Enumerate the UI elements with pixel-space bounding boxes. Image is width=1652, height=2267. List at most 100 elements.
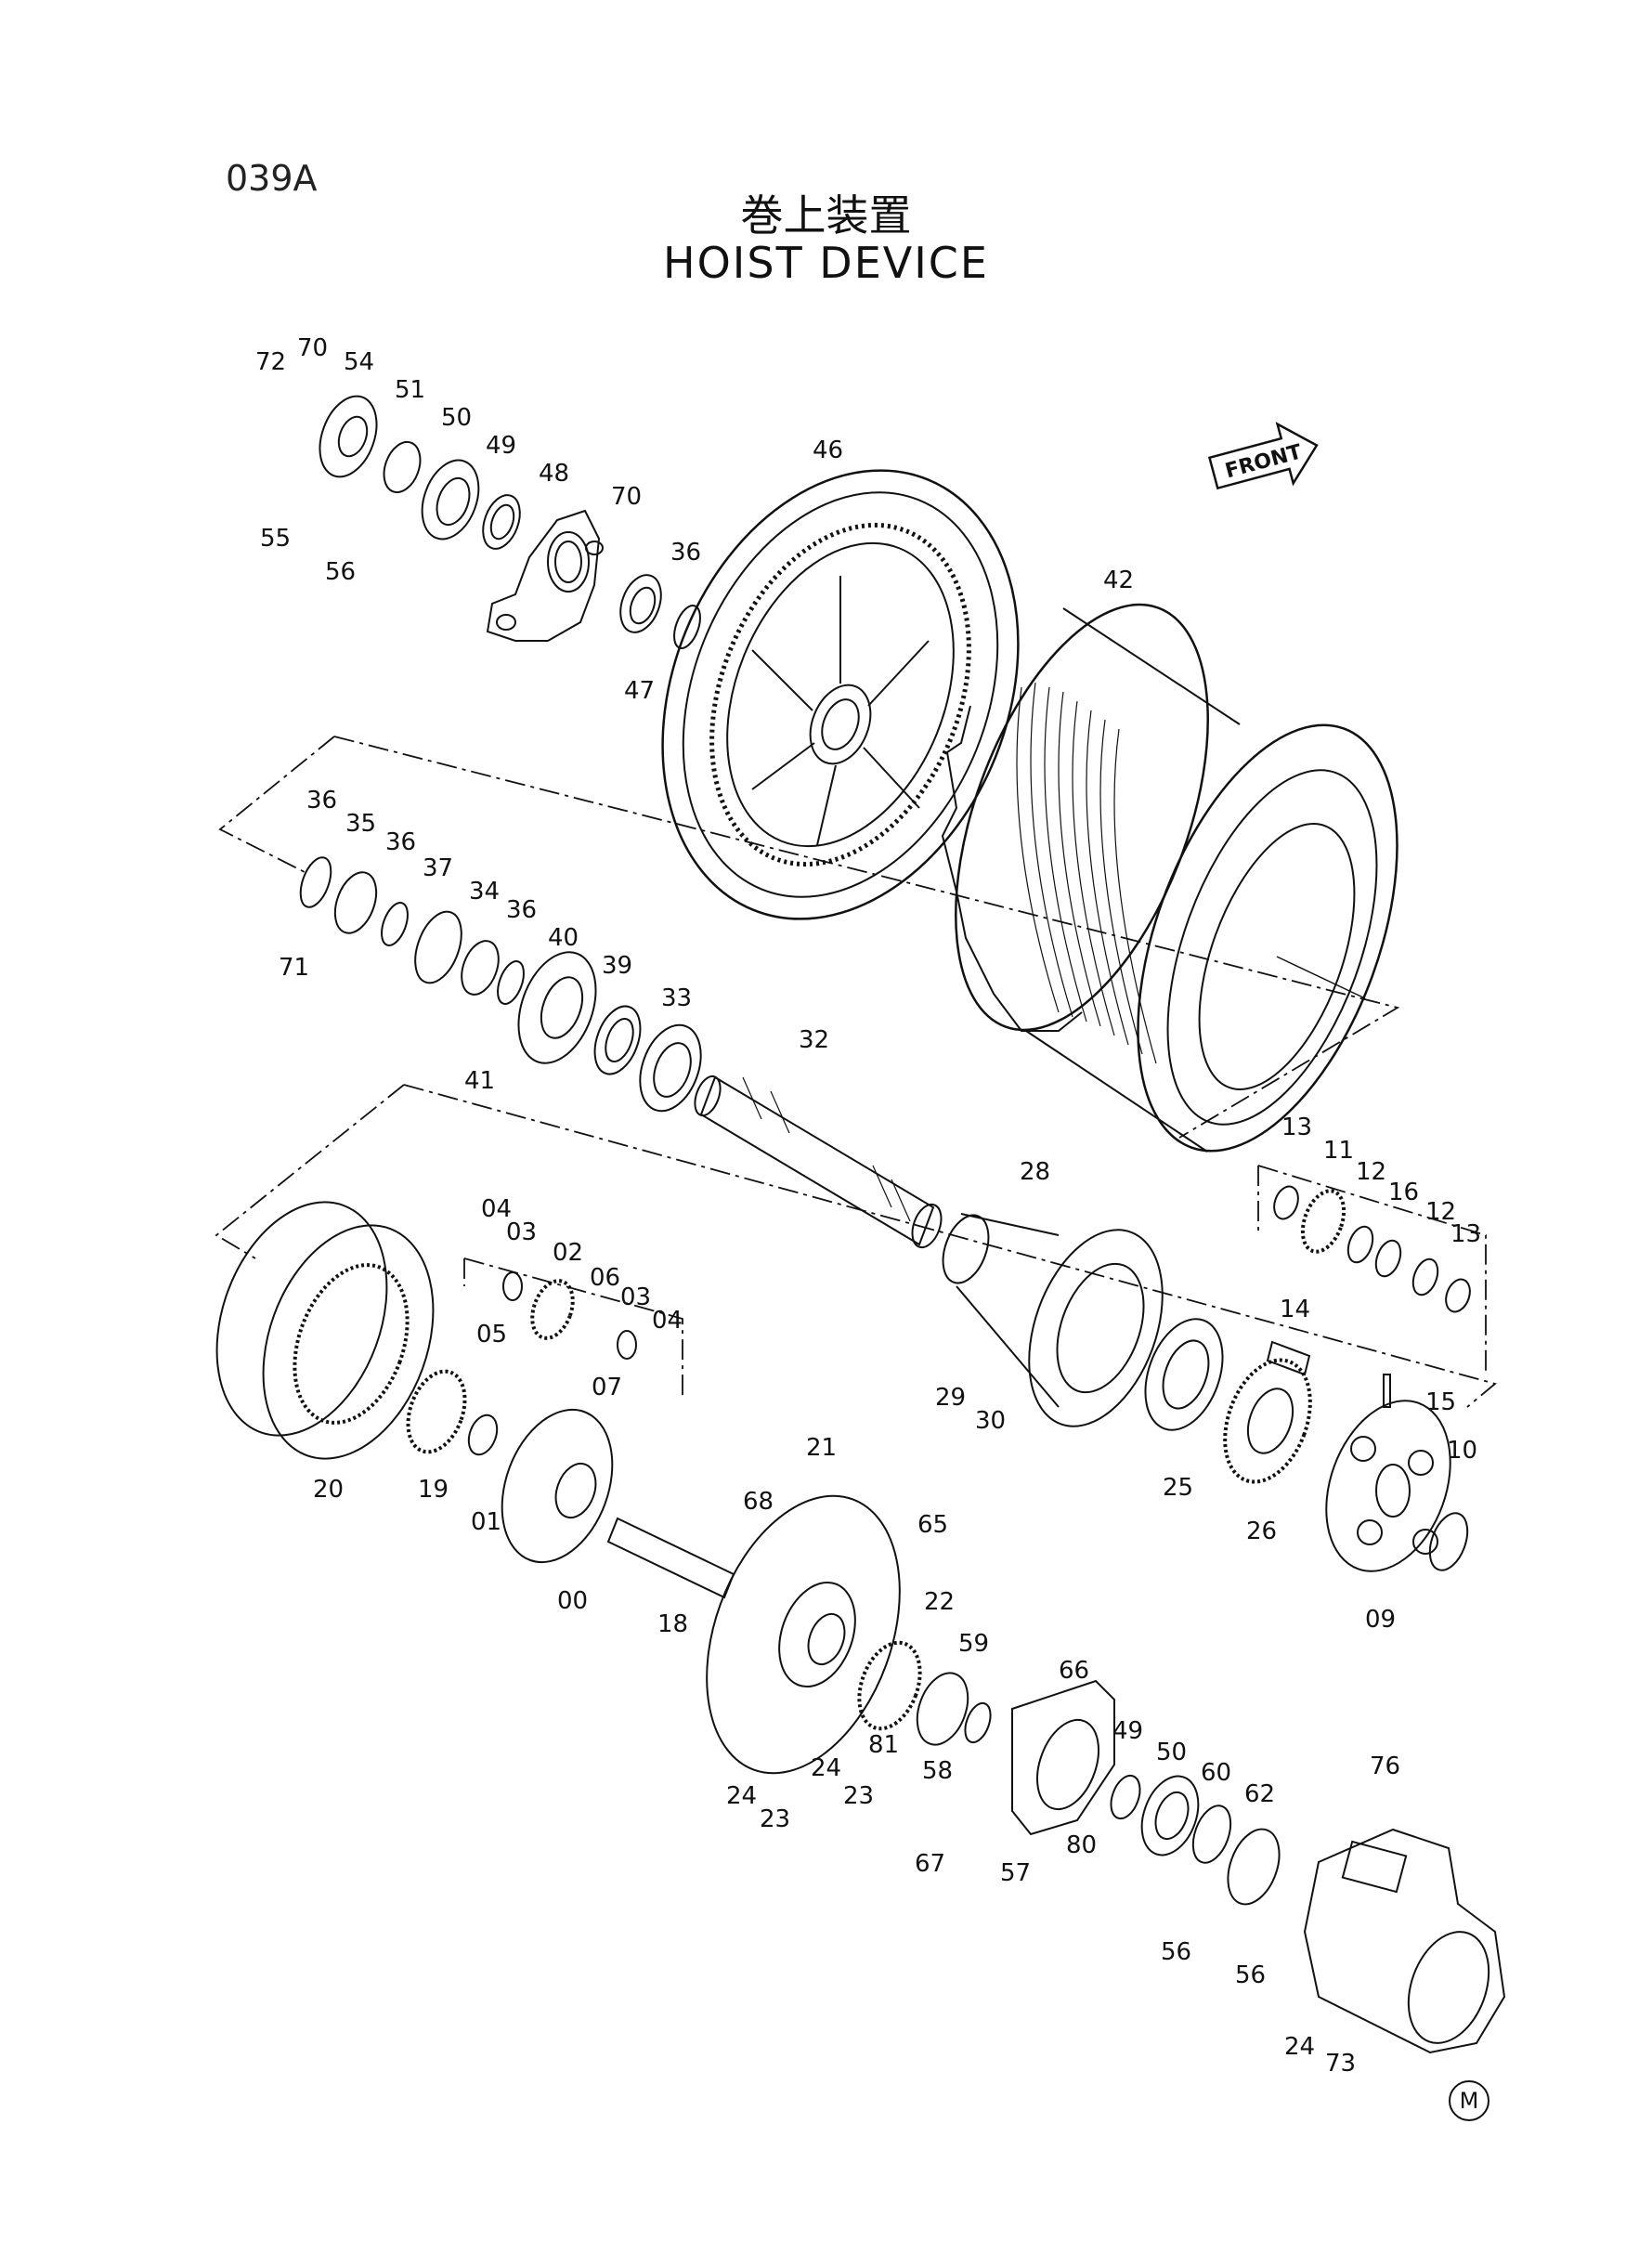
label-47: 47 — [624, 677, 655, 705]
part-62-gasket — [1227, 1828, 1281, 1906]
label-02: 02 — [553, 1239, 583, 1267]
label-50: 50 — [441, 404, 472, 432]
part-60-ring — [1191, 1804, 1232, 1864]
label-72: 72 — [255, 348, 286, 376]
label-03: 03 — [506, 1218, 537, 1246]
part-49-ring — [482, 494, 521, 550]
part-28-housing — [942, 1213, 1164, 1427]
label-42: 42 — [1103, 567, 1134, 594]
part-50b-bearing — [1140, 1775, 1200, 1857]
label-34: 34 — [469, 878, 500, 905]
part-20-ring-gear — [215, 1201, 435, 1460]
label-76: 76 — [1370, 1752, 1400, 1780]
part-03-bearings — [502, 1271, 637, 1360]
label-68: 68 — [743, 1488, 774, 1516]
part-37-ring — [414, 910, 462, 984]
label-56b: 56 — [1161, 1938, 1191, 1966]
label-21: 21 — [806, 1434, 837, 1462]
label-50b: 50 — [1156, 1739, 1187, 1766]
label-70: 70 — [297, 334, 328, 362]
label-62: 62 — [1244, 1780, 1275, 1808]
label-24b: 24 — [726, 1782, 757, 1810]
label-56c: 56 — [1235, 1961, 1266, 1989]
page-number: 039A — [226, 158, 318, 199]
part-50-bearing — [421, 459, 480, 541]
label-71: 71 — [279, 954, 309, 982]
part-33-bearing — [639, 1023, 702, 1113]
label-11: 11 — [1323, 1137, 1354, 1165]
part-47-bushing — [619, 574, 662, 633]
part-46-ratchet-wheel — [661, 469, 1020, 920]
part-34-ring — [461, 940, 500, 996]
part-00-carrier — [501, 1408, 614, 1564]
label-49: 49 — [486, 432, 516, 460]
label-59: 59 — [958, 1630, 989, 1658]
part-19-sun-gear — [406, 1369, 467, 1454]
label-15: 15 — [1425, 1388, 1456, 1416]
label-20: 20 — [313, 1476, 344, 1504]
label-03b: 03 — [620, 1283, 651, 1311]
part-51-seal-plate — [383, 440, 422, 494]
label-04b: 04 — [652, 1307, 683, 1335]
label-35: 35 — [345, 810, 376, 838]
page-title-japanese: 巻上装置 — [740, 190, 912, 241]
label-70b: 70 — [611, 483, 642, 511]
part-15-pin — [1383, 1374, 1391, 1408]
part-26-gear — [1223, 1358, 1312, 1484]
label-30: 30 — [975, 1407, 1006, 1435]
label-81: 81 — [868, 1731, 899, 1759]
label-19: 19 — [418, 1476, 449, 1504]
label-36c: 36 — [385, 828, 416, 856]
label-28: 28 — [1020, 1158, 1050, 1186]
label-33: 33 — [661, 984, 692, 1012]
label-32: 32 — [799, 1026, 829, 1054]
label-13: 13 — [1281, 1114, 1312, 1141]
label-55: 55 — [260, 525, 291, 553]
part-09-carrier — [1325, 1400, 1451, 1572]
label-22: 22 — [924, 1588, 955, 1616]
label-25: 25 — [1163, 1474, 1193, 1502]
part-36-o-ring — [673, 605, 701, 649]
part-36-o-rings — [299, 856, 525, 1005]
label-12: 12 — [1356, 1158, 1386, 1186]
front-arrow: FRONT — [1207, 422, 1319, 490]
part-32-drum-shaft — [694, 1075, 943, 1249]
label-39: 39 — [602, 952, 632, 980]
label-10: 10 — [1447, 1437, 1477, 1465]
label-23: 23 — [843, 1782, 874, 1810]
label-37: 37 — [423, 854, 453, 882]
part-49b-ring — [1110, 1774, 1141, 1820]
label-12b: 12 — [1425, 1198, 1456, 1226]
label-24: 24 — [811, 1754, 841, 1782]
part-54-cover — [319, 395, 378, 478]
revision-mark: M — [1449, 2080, 1489, 2121]
part-35-seal — [333, 871, 378, 934]
label-65: 65 — [917, 1511, 948, 1539]
label-13b: 13 — [1450, 1220, 1481, 1248]
part-76-hydraulic-motor — [1303, 1828, 1506, 2054]
part-10-washer — [1428, 1512, 1469, 1571]
label-67: 67 — [915, 1850, 945, 1878]
label-57: 57 — [1000, 1859, 1031, 1887]
label-16: 16 — [1388, 1179, 1419, 1206]
label-48: 48 — [539, 460, 569, 488]
part-40-flange — [517, 951, 597, 1064]
label-46: 46 — [813, 436, 843, 464]
label-00: 00 — [557, 1587, 588, 1615]
label-41: 41 — [464, 1067, 495, 1095]
part-02-planet-gear — [530, 1279, 575, 1340]
label-40: 40 — [548, 924, 579, 952]
part-number-labels: 72 70 54 51 50 49 48 55 56 70 36 47 46 4… — [255, 334, 1481, 2078]
label-09: 09 — [1365, 1606, 1396, 1634]
part-11-planet-gear — [1300, 1189, 1346, 1254]
part-13-thrust-washers — [1273, 1185, 1471, 1313]
part-21-brake-disc — [706, 1494, 901, 1775]
label-07: 07 — [592, 1374, 622, 1401]
label-29: 29 — [935, 1384, 966, 1412]
label-18: 18 — [657, 1610, 688, 1638]
page-title: HOIST DEVICE — [663, 238, 989, 288]
label-14: 14 — [1280, 1296, 1310, 1323]
label-73: 73 — [1325, 2050, 1356, 2078]
part-42-hoist-drum — [941, 603, 1398, 1153]
